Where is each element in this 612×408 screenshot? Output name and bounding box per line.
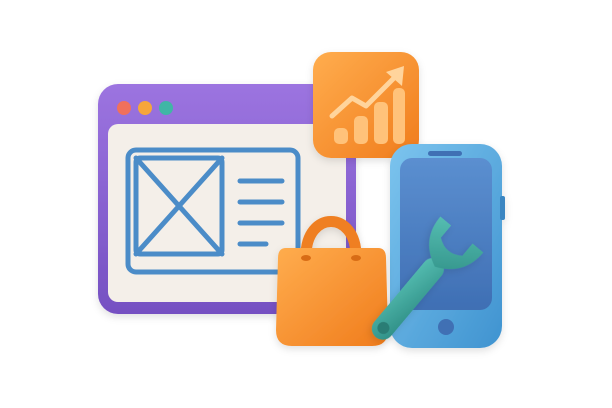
wrench-hole — [377, 321, 390, 334]
smartphone-icon — [390, 144, 505, 348]
phone-speaker — [428, 151, 462, 156]
wireframe-frame — [125, 147, 301, 275]
image-placeholder-icon — [133, 155, 225, 257]
window-dot-orange — [138, 101, 152, 115]
text-lines-icon — [237, 178, 285, 247]
growth-chart-icon — [313, 52, 419, 158]
window-dot-red — [117, 101, 131, 115]
wrench-icon — [371, 216, 484, 340]
phone-home-button — [438, 319, 454, 335]
shopping-bag-icon — [276, 216, 388, 346]
phone-side-button — [500, 196, 505, 220]
window-dot-teal — [159, 101, 173, 115]
wireframe-layout — [125, 147, 301, 275]
